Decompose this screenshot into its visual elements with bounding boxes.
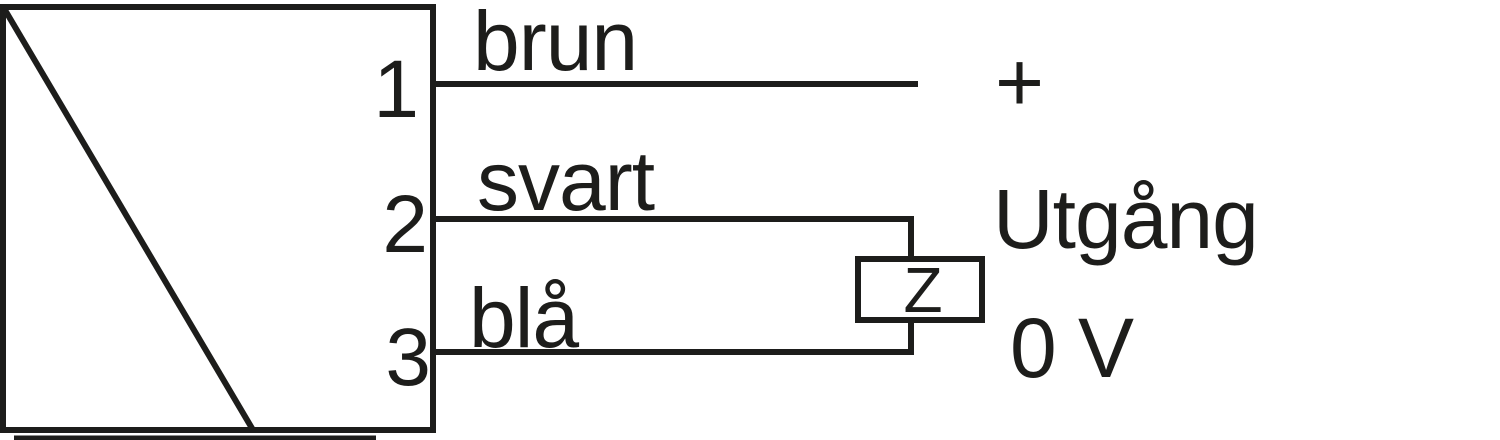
zero-volt-label: 0 V xyxy=(1010,301,1134,395)
wire-bla-label: blå xyxy=(469,271,579,365)
sensor-diagonal-line xyxy=(2,8,256,432)
load-label: Z xyxy=(903,254,942,326)
wire-brun-label: brun xyxy=(473,0,637,88)
terminal-3-number: 3 xyxy=(385,312,431,403)
wire-svart-label: svart xyxy=(477,134,655,228)
wire-svart xyxy=(433,216,914,262)
output-label: Utgång xyxy=(993,172,1258,266)
wire-bla xyxy=(433,317,914,355)
load-box xyxy=(855,256,985,323)
plus-supply-label: + xyxy=(995,35,1043,129)
terminal-1-number: 1 xyxy=(373,44,419,135)
terminal-2-number: 2 xyxy=(382,179,428,270)
